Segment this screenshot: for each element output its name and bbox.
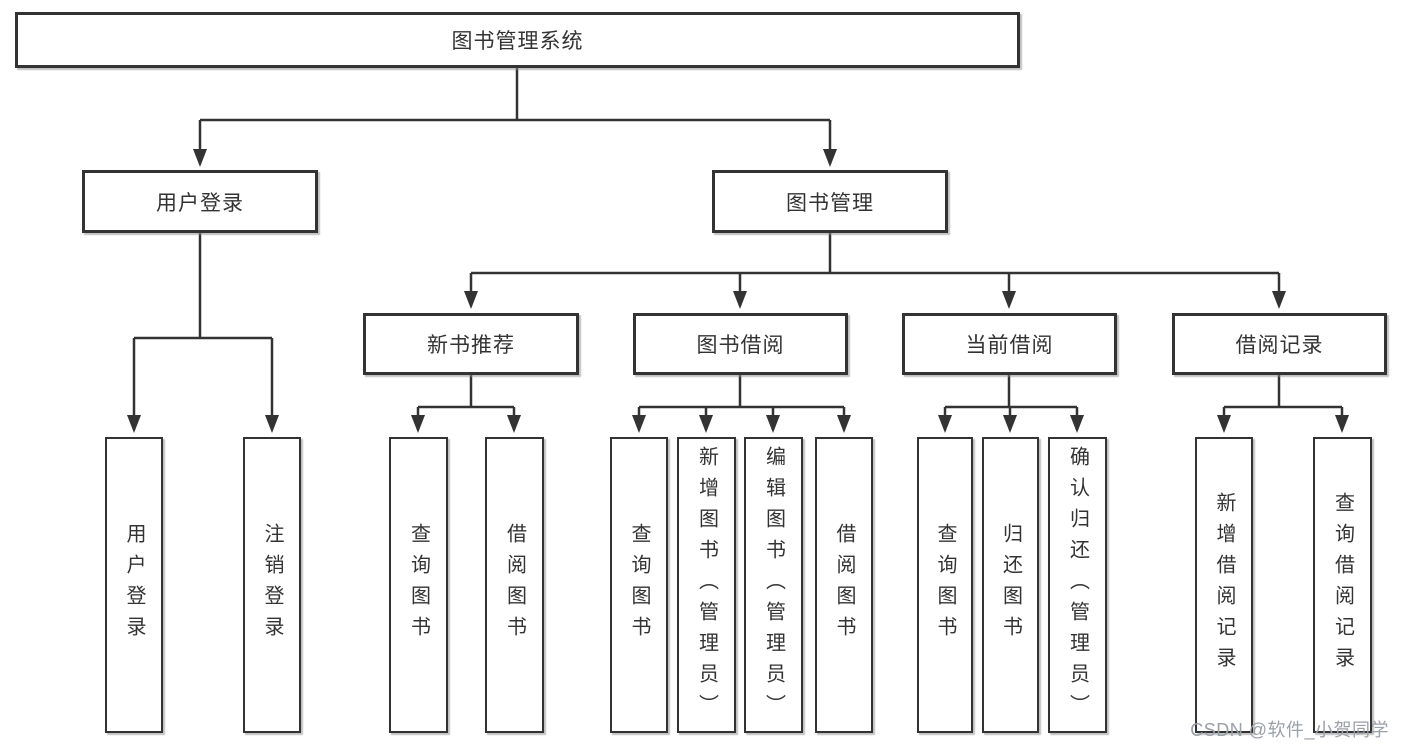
node-root-library-system: 图书管理系统: [15, 12, 1020, 68]
leaf-user-login: 用户登录: [105, 437, 163, 733]
leaf-query-books-recommend: 查询图书: [389, 437, 448, 733]
leaf-borrow-books: 借阅图书: [815, 437, 873, 733]
watermark: CSDN @软件_小贺同学: [1190, 720, 1389, 740]
leaf-borrow-books-recommend: 借阅图书: [485, 437, 544, 733]
leaf-query-books-current: 查询图书: [917, 437, 973, 733]
node-user-login: 用户登录: [82, 170, 318, 233]
leaf-add-borrow-record: 新增借阅记录: [1195, 437, 1253, 733]
leaf-confirm-return-admin: 确认归还（管理员）: [1048, 437, 1107, 733]
leaf-return-books: 归还图书: [982, 437, 1039, 733]
leaf-logout: 注销登录: [243, 437, 301, 733]
node-book-management: 图书管理: [712, 170, 948, 233]
leaf-edit-books-admin: 编辑图书（管理员）: [744, 437, 803, 733]
node-new-book-recommend: 新书推荐: [363, 313, 579, 375]
node-book-borrow: 图书借阅: [633, 313, 848, 375]
leaf-query-borrow-record: 查询借阅记录: [1313, 437, 1372, 733]
leaf-query-books-borrow: 查询图书: [610, 437, 668, 733]
node-current-borrow: 当前借阅: [902, 313, 1117, 375]
leaf-add-books-admin: 新增图书（管理员）: [677, 437, 736, 733]
node-borrow-records: 借阅记录: [1172, 313, 1387, 375]
